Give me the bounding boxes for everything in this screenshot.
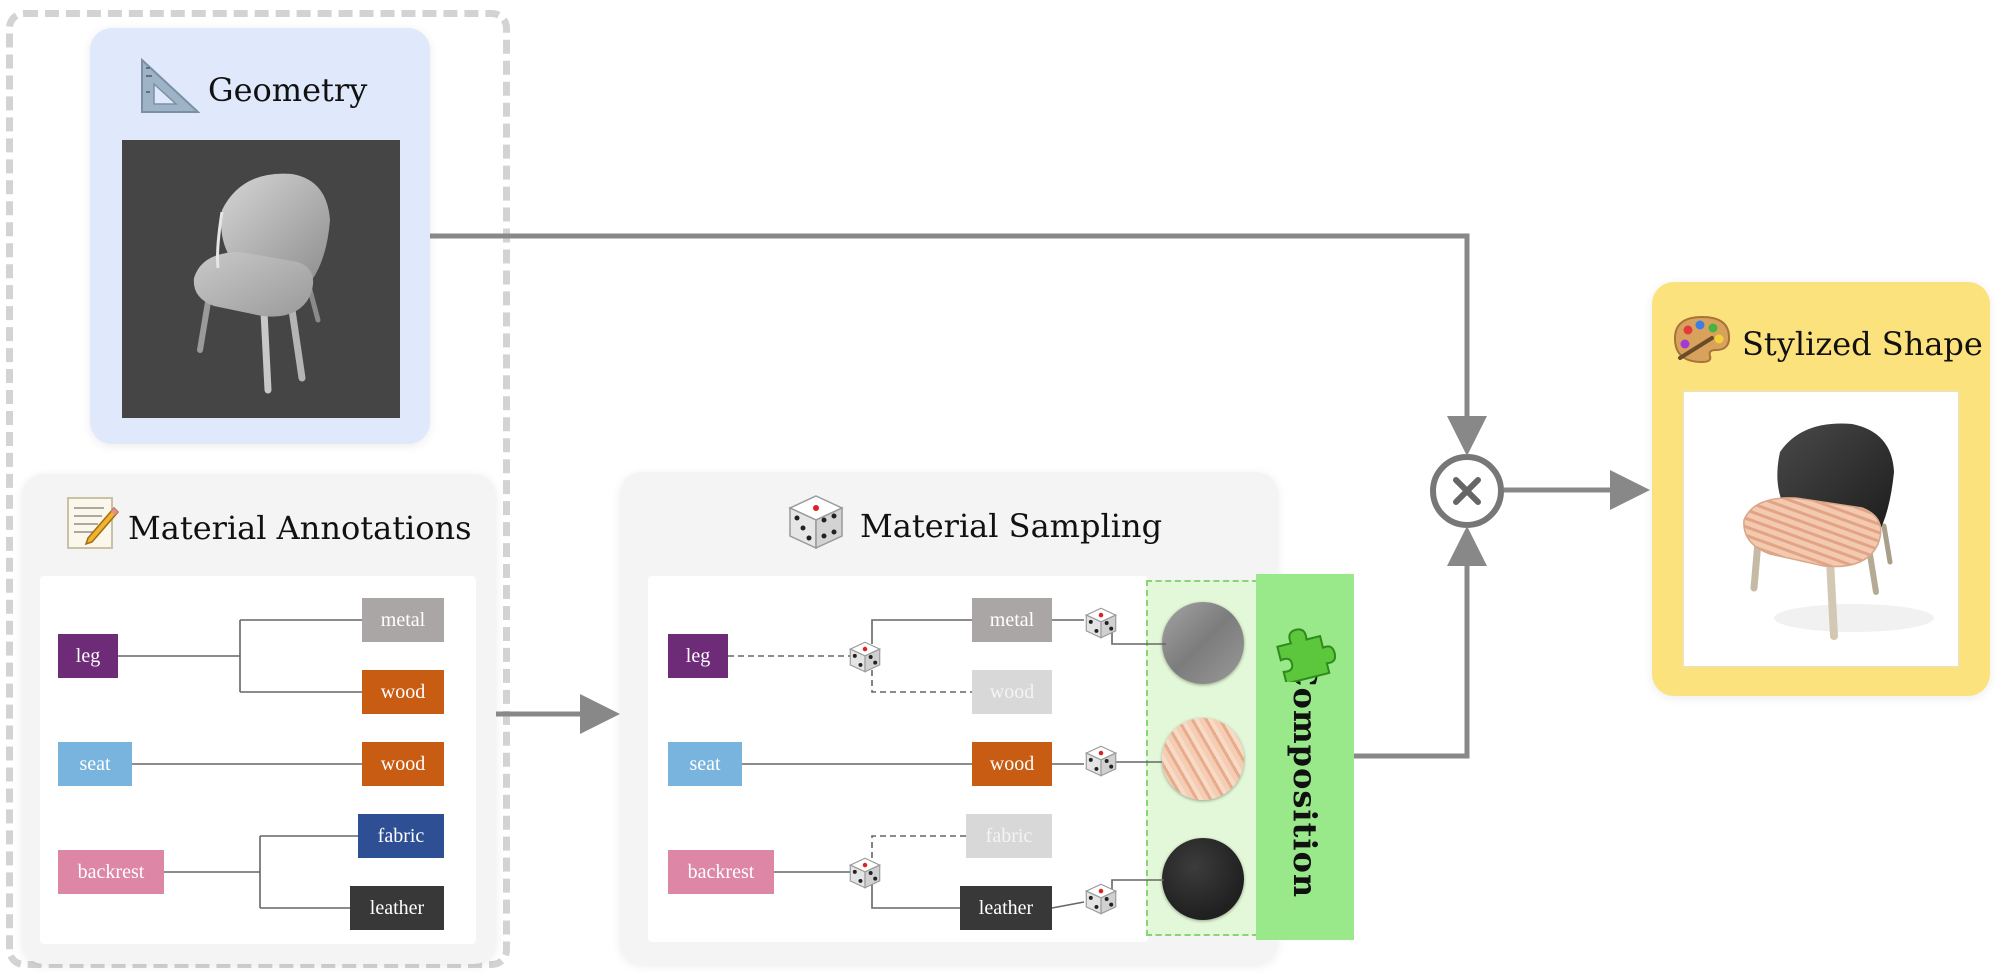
metal-material-swatch (1162, 602, 1244, 684)
sampling-part-tag-backrest: backrest (668, 850, 774, 894)
paint-palette-icon (1673, 315, 1731, 364)
annotation-material-tag-fabric: fabric (358, 814, 444, 858)
material-sampling-title: Material Sampling (860, 507, 1163, 545)
geometry-chair-render (122, 140, 400, 418)
wood-material-swatch (1162, 718, 1244, 800)
annotation-material-tag-metal: metal (362, 598, 444, 642)
geometry-to-combine-arrow (430, 233, 1487, 456)
sampling-material-tag-wood-unselected: wood (972, 670, 1052, 714)
sampling-material-tag-fabric-unselected: fabric (966, 814, 1052, 858)
dice-icon (788, 495, 844, 550)
leather-material-swatch (1162, 838, 1244, 920)
sampling-material-tag-wood-seat: wood (972, 742, 1052, 786)
annotation-part-tag-seat: seat (58, 742, 132, 786)
sampling-material-tag-leather: leather (960, 886, 1052, 930)
dice-icon-backrest (848, 857, 882, 889)
material-annotations-title: Material Annotations (128, 509, 472, 547)
stylized-shape-title: Stylized Shape (1742, 325, 1983, 363)
annotation-part-tag-backrest: backrest (58, 850, 164, 894)
annotation-material-tag-wood-leg: wood (362, 670, 444, 714)
combine-operator-node (1430, 454, 1504, 528)
dice-icon-leg (848, 641, 882, 673)
composition-bar: Composition (1256, 574, 1354, 940)
annotation-part-tag-leg: leg (58, 634, 118, 678)
sampling-material-tag-metal: metal (972, 598, 1052, 642)
set-square-icon (141, 58, 200, 113)
dice-icon-metal (1084, 607, 1118, 639)
annotations-tree-lines (118, 619, 362, 909)
multiply-icon (1453, 477, 1481, 505)
stylized-chair-render (1682, 390, 1960, 668)
annotation-material-tag-leather: leather (350, 886, 444, 930)
stylized-shape-panel: Stylized Shape (1652, 282, 1990, 696)
sampling-part-tag-seat: seat (668, 742, 742, 786)
dice-icon-leather (1084, 883, 1118, 915)
gray-chair-image (193, 173, 330, 394)
composition-to-combine-arrow (1354, 526, 1487, 759)
annotation-material-tag-wood-seat: wood (362, 742, 444, 786)
input-group-frame (6, 10, 510, 968)
dice-icon-wood (1084, 745, 1118, 777)
sampling-part-tag-leg: leg (668, 634, 728, 678)
stylized-chair-image (1743, 423, 1934, 640)
notepad-pencil-icon (67, 497, 120, 549)
geometry-title: Geometry (208, 71, 368, 109)
geometry-panel: Geometry (90, 28, 430, 444)
puzzle-piece-icon (1276, 628, 1336, 682)
composition-label: Composition (1286, 661, 1324, 899)
